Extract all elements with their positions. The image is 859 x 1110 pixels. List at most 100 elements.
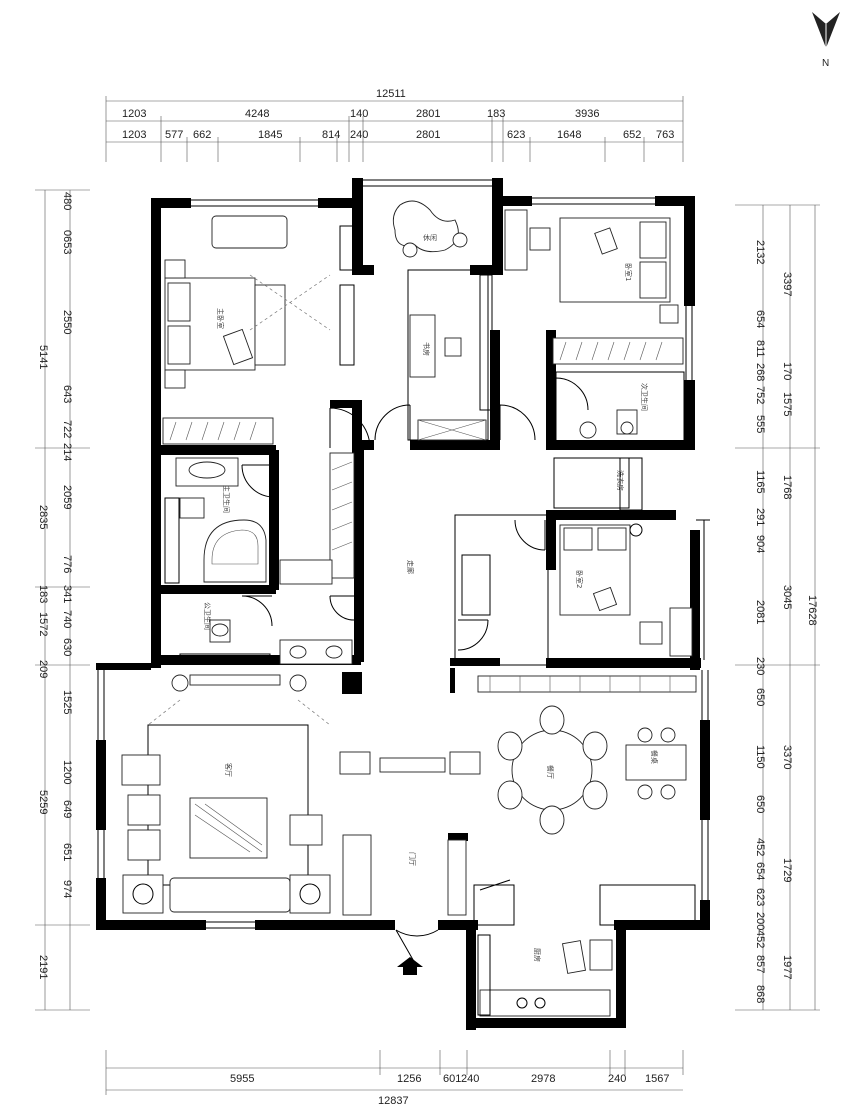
dim-left2-10: 740: [61, 610, 73, 628]
walls: [96, 178, 710, 1030]
wardrobes: [162, 337, 697, 693]
dim-right-1: 2132: [754, 240, 766, 264]
dim-top-5: 183: [487, 108, 505, 120]
label-bedroom2: 卧室1: [624, 263, 633, 281]
label-master-bedroom: 主卧室: [216, 308, 225, 329]
dim-right-3: 811: [754, 340, 766, 358]
dim-top2-10: 652: [623, 129, 641, 141]
dim-left-2: 2835: [37, 505, 49, 529]
dim-left2-8: 776: [61, 555, 73, 573]
dim-right-9: 904: [754, 535, 766, 553]
dim-top2-1: 1203: [122, 129, 146, 141]
label-bedroom3: 卧室2: [575, 570, 584, 588]
dim-bottom-3: 601: [443, 1073, 461, 1085]
windows: [97, 179, 710, 929]
dim-left2-16: 974: [61, 880, 73, 898]
dim-top2-3: 662: [193, 129, 211, 141]
dim-right-11: 230: [754, 657, 766, 675]
label-guest-bath: 公卫生间: [203, 602, 212, 630]
dim-bottom-2: 1256: [397, 1073, 421, 1085]
kitchen-fixtures: [477, 934, 613, 1017]
entrance-arrow-icon: [397, 957, 423, 975]
dim-left2-1: 480: [61, 192, 73, 210]
dim-left-4: 1572: [37, 612, 49, 636]
dim-top-6: 3936: [575, 108, 599, 120]
dim-bottom-5: 2978: [531, 1073, 555, 1085]
label-living: 客厅: [224, 763, 233, 777]
dim-left2-7: 2059: [61, 485, 73, 509]
dim-right2-2: 170: [781, 362, 793, 380]
dim-right2-6: 3370: [781, 745, 793, 769]
dim-bottom-7: 1567: [645, 1073, 669, 1085]
dim-top2-2: 577: [165, 129, 183, 141]
dim-left-3: 183: [37, 585, 49, 603]
dim-left-5: 209: [37, 660, 49, 678]
doors: [241, 377, 589, 966]
dim-right2-4: 1768: [781, 475, 793, 499]
master-bath-fixtures: [164, 457, 267, 584]
dim-bottom-4: 240: [461, 1073, 479, 1085]
dim-left-1: 5141: [37, 345, 49, 369]
master-bed: [164, 215, 355, 389]
label-kitchen: 厨房: [533, 948, 542, 962]
dim-left2-5: 722: [61, 420, 73, 438]
label-dining-table: 餐桌: [650, 750, 659, 764]
dim-left2-14: 649: [61, 800, 73, 818]
label-dining: 餐厅: [546, 765, 555, 779]
dim-right2-8: 1977: [781, 955, 793, 979]
dim-right-15: 452: [754, 838, 766, 856]
label-corridor: 走廊: [406, 560, 415, 574]
bottom-dimension-lines: [105, 1050, 684, 1095]
dim-top2-11: 763: [656, 129, 674, 141]
dim-top2-8: 623: [507, 129, 525, 141]
dim-right-12: 650: [754, 688, 766, 706]
dim-left2-2: 0653: [61, 230, 73, 254]
dim-top-total: 12511: [376, 88, 406, 100]
dim-right-6: 555: [754, 415, 766, 433]
dim-right-10: 2081: [754, 600, 766, 624]
bath2-fixtures: [555, 371, 685, 443]
dim-left2-13: 1200: [61, 760, 73, 784]
right-dimension-lines: [735, 204, 820, 1011]
dim-right2-1: 3397: [781, 272, 793, 296]
dim-right-2: 654: [754, 310, 766, 328]
label-hall: 门厅: [408, 852, 417, 866]
dim-top2-6: 240: [350, 129, 368, 141]
dim-right-17: 623: [754, 888, 766, 906]
dim-top2-9: 1648: [557, 129, 581, 141]
interior-outlines: [407, 269, 696, 926]
dim-top2-7: 2801: [416, 129, 440, 141]
left-dim-col1: 5141 2835 183 1572 209 5259 2191: [37, 345, 49, 979]
dim-bottom-6: 240: [608, 1073, 626, 1085]
dim-right-20: 857: [754, 955, 766, 973]
label-laundry: 洗衣房: [616, 470, 625, 491]
top-dimension-lines: [105, 96, 684, 162]
dim-bottom-1: 5955: [230, 1073, 254, 1085]
left-dimension-lines: [35, 189, 90, 1011]
dim-left2-6: 214: [61, 443, 73, 461]
dim-right-7: 1165: [754, 470, 766, 494]
north-label: N: [822, 58, 829, 69]
dim-left2-4: 643: [61, 385, 73, 403]
dim-right2-5: 3045: [781, 585, 793, 609]
dim-right-21: 868: [754, 985, 766, 1003]
label-bath2: 次卫生间: [640, 383, 649, 411]
dim-top-4: 2801: [416, 108, 440, 120]
bedroom1-furniture: [504, 209, 679, 324]
living-furniture: [121, 674, 481, 916]
right-dim-col1: 2132 654 811 268 752 555 1165 291 904 20…: [754, 240, 766, 1003]
dim-left2-15: 651: [61, 843, 73, 861]
dim-left2-3: 2550: [61, 310, 73, 334]
dim-bottom-total: 12837: [378, 1095, 409, 1107]
dim-right-4: 268: [754, 363, 766, 381]
north-arrow-icon: [812, 12, 840, 48]
dim-right-16: 654: [754, 862, 766, 880]
guest-bath-fixtures: [179, 619, 353, 665]
dim-left-7: 2191: [37, 955, 49, 979]
dim-right-18: 200: [754, 912, 766, 930]
dim-top-2: 4248: [245, 108, 269, 120]
dim-right-19: 452: [754, 930, 766, 948]
dim-right-total: 17628: [806, 595, 818, 626]
dim-right-5: 752: [754, 386, 766, 404]
